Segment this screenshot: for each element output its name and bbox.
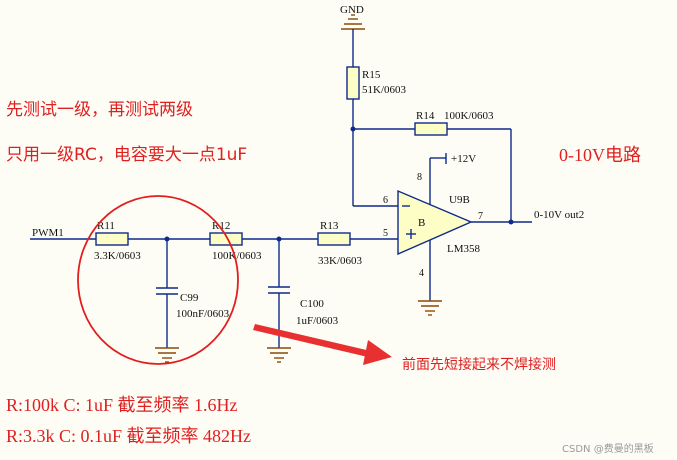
r15-value: 51K/0603 bbox=[362, 84, 407, 96]
r15-ref: R15 bbox=[362, 69, 381, 81]
gnd-symbol-c100 bbox=[267, 347, 291, 363]
opamp-lm358 bbox=[397, 189, 473, 256]
r13-resistor bbox=[317, 232, 351, 246]
cutoff-note-2: R:3.3k C: 0.1uF 截至频率 482Hz bbox=[6, 426, 251, 446]
pin4-number: 4 bbox=[419, 268, 424, 279]
r13-value: 33K/0603 bbox=[318, 255, 363, 267]
r11-ref: R11 bbox=[97, 220, 115, 232]
opamp-type: LM358 bbox=[447, 243, 481, 255]
c100-ref: C100 bbox=[300, 298, 324, 310]
output-net-label: 0-10V out2 bbox=[534, 209, 584, 221]
opamp-ref: U9B bbox=[449, 194, 470, 206]
r14-resistor bbox=[414, 122, 448, 136]
r13-ref: R13 bbox=[320, 220, 339, 232]
c100-value: 1uF/0603 bbox=[296, 315, 339, 327]
r15-resistor bbox=[346, 66, 360, 100]
supply-label: +12V bbox=[451, 153, 476, 165]
gnd-label: GND bbox=[340, 4, 364, 16]
note-line1: 先测试一级，再测试两级 bbox=[6, 100, 193, 120]
pin7-number: 7 bbox=[478, 211, 483, 222]
pin6-number: 6 bbox=[383, 195, 388, 206]
r11-resistor bbox=[95, 232, 129, 246]
highlight-circle bbox=[77, 195, 239, 365]
gnd-symbol-c99 bbox=[155, 347, 179, 363]
pwm-net-label: PWM1 bbox=[32, 227, 64, 239]
gnd-symbol-opamp bbox=[418, 300, 442, 316]
note-line2: 只用一级RC，电容要大一点1uF bbox=[6, 145, 247, 165]
watermark: CSDN @费曼的黑板 bbox=[562, 442, 654, 455]
r14-value: 100K/0603 bbox=[444, 110, 494, 122]
annotation-arrow bbox=[253, 324, 392, 365]
c99-value: 100nF/0603 bbox=[176, 308, 230, 320]
c99-ref: C99 bbox=[180, 292, 199, 304]
junction-dot bbox=[508, 219, 514, 225]
cutoff-note-1: R:100k C: 1uF 截至频率 1.6Hz bbox=[6, 395, 238, 415]
circuit-title: 0-10V电路 bbox=[559, 145, 641, 165]
pin8-number: 8 bbox=[417, 172, 422, 183]
gnd-symbol-top bbox=[341, 14, 365, 67]
opamp-unit-letter: B bbox=[418, 217, 425, 229]
r12-value: 100K/0603 bbox=[212, 250, 262, 262]
pin5-number: 5 bbox=[383, 228, 388, 239]
r11-value: 3.3K/0603 bbox=[94, 250, 141, 262]
r14-ref: R14 bbox=[416, 110, 435, 122]
arrow-note: 前面先短接起来不焊接测 bbox=[402, 356, 556, 373]
